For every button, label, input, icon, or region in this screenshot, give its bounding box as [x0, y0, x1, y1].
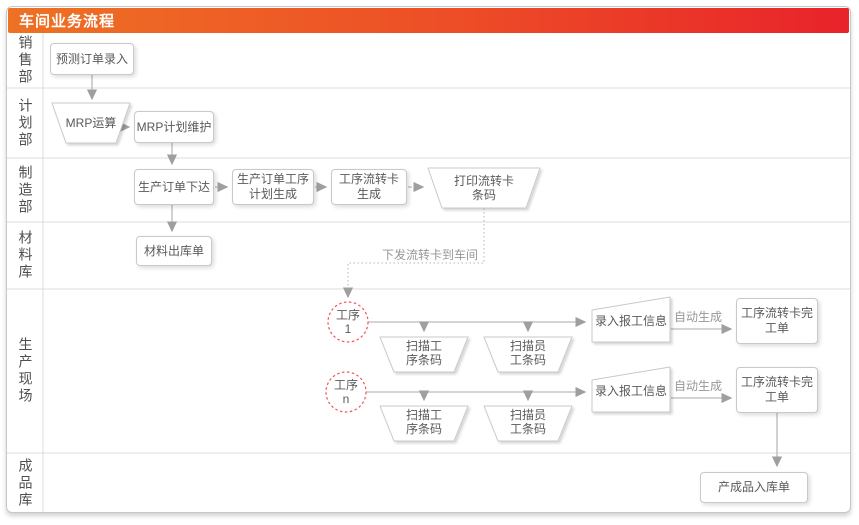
lane-label-planning: 计划部 — [17, 97, 34, 149]
label-scan-process-barcode-1: 扫描工 序条码 — [405, 339, 442, 367]
label-enter-work-report-1: 录入报工信息 — [594, 314, 667, 328]
node-prod-order-release: 生产订单下达 — [134, 169, 214, 205]
label-scan-employee-barcode-n: 扫描员 工条码 — [509, 408, 546, 436]
edge-label-auto-generate-n: 自动生成 — [673, 379, 722, 393]
node-forecast-order-entry: 预测订单录入 — [50, 43, 134, 75]
lane-label-manufacturing: 制造部 — [17, 164, 34, 216]
label-process-n: 工序 n — [333, 378, 358, 406]
node-material-outbound: 材料出库单 — [136, 236, 212, 266]
lane-label-finished-goods-store: 成品库 — [17, 457, 34, 509]
lane-label-production-floor: 生产现场 — [17, 337, 34, 405]
label-print-card-barcode: 打印流转卡 条码 — [453, 174, 514, 202]
node-mrp-plan-maintain: MRP计划维护 — [134, 111, 214, 143]
page-title: 车间业务流程 — [19, 13, 116, 30]
label-scan-employee-barcode-1: 扫描员 工条码 — [509, 339, 546, 367]
lane-label-material-store: 材料库 — [17, 230, 34, 281]
edge-label-auto-generate-1: 自动生成 — [673, 310, 722, 324]
node-prod-order-process-plan: 生产订单工序 计划生成 — [232, 169, 314, 205]
label-process-1: 工序 1 — [335, 308, 360, 336]
label-scan-process-barcode-n: 扫描工 序条码 — [405, 408, 442, 436]
node-process-card-generate: 工序流转卡 生成 — [331, 169, 407, 205]
label-enter-work-report-n: 录入报工信息 — [594, 384, 667, 398]
node-process-card-complete-n: 工序流转卡完 工单 — [736, 367, 818, 413]
node-process-card-complete-1: 工序流转卡完 工单 — [736, 298, 818, 344]
lane-label-sales: 销售部 — [17, 35, 34, 86]
edge-label-dispatch-card: 下发流转卡到车间 — [381, 248, 478, 262]
label-mrp-run: MRP运算 — [65, 116, 117, 130]
diagram-title-bar: 车间业务流程 — [8, 8, 849, 33]
node-finished-goods-inbound: 产成品入库单 — [700, 472, 808, 503]
